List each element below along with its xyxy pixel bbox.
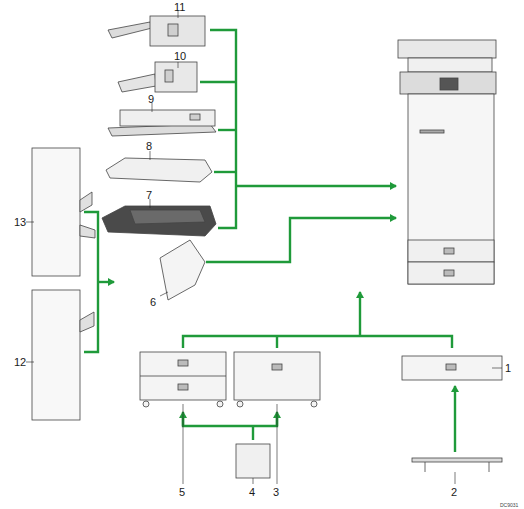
callout-number: 7 [146,189,152,201]
callout-number: 5 [179,486,185,498]
callout-number: 6 [150,296,156,308]
option-parts [32,16,502,478]
callout-number: 8 [146,140,152,152]
callout-number: 4 [249,486,255,498]
callout-number: 9 [148,93,154,105]
figure-code: DC9031 [500,502,518,508]
connector-lines [84,30,455,452]
callout-number: 3 [273,486,279,498]
callout-number: 11 [174,1,185,13]
callout-number: 10 [174,50,186,62]
callout-number: 1 [505,362,511,374]
callout-number: 13 [14,216,26,228]
leader-lines [26,11,502,484]
callout-number: 12 [14,356,26,368]
callout-number: 2 [451,486,457,498]
